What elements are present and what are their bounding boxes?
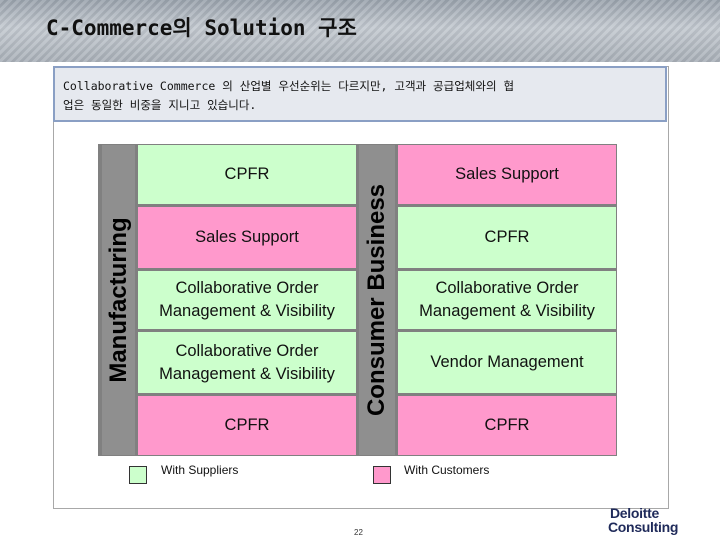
right-cell-1: Sales Support <box>398 145 616 204</box>
right-cell-3: Collaborative Order Management & Visibil… <box>398 271 616 329</box>
note-line-1: Collaborative Commerce 의 산업별 우선순위는 다르지만,… <box>63 79 515 93</box>
logo-line-2: Consulting <box>608 519 679 535</box>
legend-suppliers-label: With Suppliers <box>161 463 239 477</box>
logo-line-1: Deloitte <box>610 505 659 521</box>
right-cell-4: Vendor Management <box>398 332 616 393</box>
note-line-2: 업은 동일한 비중을 지니고 있습니다. <box>63 98 257 112</box>
left-cell-2: Sales Support <box>138 207 356 268</box>
manufacturing-label: Manufacturing <box>104 217 132 383</box>
deloitte-consulting-logo: Deloitte Consulting <box>608 506 678 534</box>
legend-customers-label: With Customers <box>404 463 490 477</box>
left-cell-1: CPFR <box>138 145 356 204</box>
note-box: Collaborative Commerce 의 산업별 우선순위는 다르지만,… <box>53 66 667 122</box>
consumer-business-header: Consumer Business <box>359 145 395 455</box>
left-cell-3: Collaborative Order Management & Visibil… <box>138 271 356 329</box>
left-cell-5: CPFR <box>138 396 356 455</box>
right-cell-2: CPFR <box>398 207 616 268</box>
right-cell-5: CPFR <box>398 396 616 455</box>
page-number: 22 <box>354 528 363 537</box>
left-cell-4: Collaborative Order Management & Visibil… <box>138 332 356 393</box>
consumer-business-label: Consumer Business <box>363 183 390 417</box>
manufacturing-header: Manufacturing <box>102 145 135 455</box>
title-bar-pattern <box>0 0 720 62</box>
slide-title: C-Commerce의 Solution 구조 <box>46 16 357 40</box>
title-bar: C-Commerce의 Solution 구조 <box>0 0 720 62</box>
note-text: Collaborative Commerce 의 산업별 우선순위는 다르지만,… <box>63 77 659 115</box>
legend-customers-swatch <box>373 466 391 484</box>
legend-suppliers-swatch <box>129 466 147 484</box>
